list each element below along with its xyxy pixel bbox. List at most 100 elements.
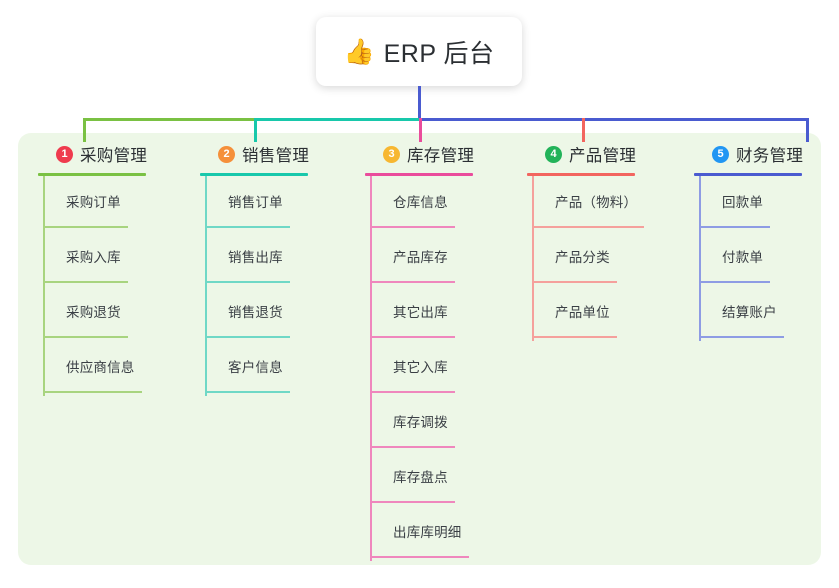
- branch-item-label: 采购入库: [66, 250, 121, 265]
- branch-item-body: 回款单: [699, 191, 770, 228]
- branch-items-1: 采购订单采购入库采购退货供应商信息: [38, 176, 147, 396]
- branch-item-label: 供应商信息: [66, 360, 135, 375]
- branch-items-2: 销售订单销售出库销售退货客户信息: [200, 176, 309, 396]
- branch-item[interactable]: 回款单: [694, 176, 803, 231]
- branch-item[interactable]: 仓库信息: [365, 176, 474, 231]
- branch-item-rule: [370, 281, 455, 283]
- branch-item-body: 采购订单: [43, 191, 128, 228]
- branch-item-rule: [43, 281, 128, 283]
- branch-item-rule: [370, 446, 455, 448]
- branch-item[interactable]: 付款单: [694, 231, 803, 286]
- branch-badge-1: 1: [56, 145, 73, 163]
- branch-item-rule: [532, 281, 617, 283]
- branch-item[interactable]: 产品（物料）: [527, 176, 644, 231]
- branch-item-body: 库存调拨: [370, 411, 455, 448]
- connector-drop-3: [419, 118, 422, 142]
- branch-item-body: 其它入库: [370, 356, 455, 393]
- branch-item-label: 回款单: [722, 195, 764, 210]
- branch-item-rule: [699, 226, 770, 228]
- branch-item[interactable]: 库存盘点: [365, 451, 474, 506]
- branch-item[interactable]: 采购入库: [38, 231, 147, 286]
- connector-drop-2: [254, 118, 257, 142]
- branch-item-label: 结算账户: [722, 305, 777, 320]
- branch-item-rule: [43, 336, 128, 338]
- branch-item-label: 采购订单: [66, 195, 121, 210]
- branch-header-4[interactable]: 4 产品管理: [527, 141, 637, 167]
- branch-item-body: 产品库存: [370, 246, 455, 283]
- branch-item[interactable]: 出库库明细: [365, 506, 474, 561]
- branch-item[interactable]: 客户信息: [200, 341, 309, 396]
- root-trunk-line: [418, 86, 421, 120]
- branch-header-5[interactable]: 5 财务管理: [694, 141, 803, 167]
- branch-item-label: 客户信息: [228, 360, 283, 375]
- branch-item-body: 采购退货: [43, 301, 128, 338]
- branch-item-rule: [370, 501, 455, 503]
- branch-item-body: 销售订单: [205, 191, 290, 228]
- branch-item-body: 客户信息: [205, 356, 290, 393]
- branch-item-body: 其它出库: [370, 301, 455, 338]
- branch-item-body: 结算账户: [699, 301, 784, 338]
- branch-item-body: 销售出库: [205, 246, 290, 283]
- branch-item[interactable]: 结算账户: [694, 286, 803, 341]
- branch-item-rule: [205, 281, 290, 283]
- branch-item-label: 产品分类: [555, 250, 610, 265]
- branch-label-2: 销售管理: [242, 147, 310, 165]
- branch-item[interactable]: 采购退货: [38, 286, 147, 341]
- branch-item-label: 产品库存: [393, 250, 448, 265]
- root-node-title: ERP 后台: [383, 39, 495, 68]
- branch-item-label: 付款单: [722, 250, 764, 265]
- branch-item-body: 产品分类: [532, 246, 617, 283]
- branch-item-body: 销售退货: [205, 301, 290, 338]
- branch-item-rule: [205, 391, 290, 393]
- branch-item-rule: [699, 336, 784, 338]
- branch-item[interactable]: 产品分类: [527, 231, 637, 286]
- branch-item-body: 库存盘点: [370, 466, 455, 503]
- branch-item-rule: [43, 391, 142, 393]
- branches-panel: [18, 133, 821, 565]
- branch-badge-4: 4: [545, 145, 562, 163]
- branch-item[interactable]: 销售出库: [200, 231, 309, 286]
- branch-item-label: 其它入库: [393, 360, 448, 375]
- branch-item-rule: [43, 226, 128, 228]
- branch-item-body: 付款单: [699, 246, 770, 283]
- branch-label-5: 财务管理: [736, 147, 804, 165]
- branch-label-4: 产品管理: [569, 147, 637, 165]
- branch-item-rule: [370, 336, 455, 338]
- branch-rule-4: [527, 173, 635, 176]
- branch-rule-5: [694, 173, 802, 176]
- branch-item[interactable]: 销售订单: [200, 176, 309, 231]
- branch-items-4: 产品（物料） 产品分类产品单位: [527, 176, 644, 341]
- branch-item[interactable]: 其它入库: [365, 341, 474, 396]
- branch-item-label: 采购退货: [66, 305, 121, 320]
- branch-item-label: 库存盘点: [393, 470, 448, 485]
- branch-column-4: 4 产品管理产品（物料） 产品分类产品单位: [527, 141, 644, 341]
- connector-bar-blue: [419, 118, 809, 121]
- branch-item-rule: [205, 336, 290, 338]
- branch-item[interactable]: 库存调拨: [365, 396, 474, 451]
- branch-item-body: 仓库信息: [370, 191, 455, 228]
- branch-item-label: 销售退货: [228, 305, 283, 320]
- connector-bar-green: [83, 118, 256, 121]
- thumbs-up-icon: 👍: [343, 37, 375, 66]
- root-node[interactable]: 👍 ERP 后台: [316, 17, 522, 86]
- branch-item[interactable]: 销售退货: [200, 286, 309, 341]
- connector-drop-5: [806, 118, 809, 142]
- branch-item-label: 其它出库: [393, 305, 448, 320]
- branch-item-label: 销售订单: [228, 195, 283, 210]
- branch-item[interactable]: 产品库存: [365, 231, 474, 286]
- branch-badge-5: 5: [712, 145, 729, 163]
- branch-item-label: 产品单位: [555, 305, 610, 320]
- branch-item[interactable]: 产品单位: [527, 286, 637, 341]
- branch-item[interactable]: 其它出库: [365, 286, 474, 341]
- branch-item-label: 库存调拨: [393, 415, 448, 430]
- branch-badge-3: 3: [383, 145, 400, 163]
- branch-item[interactable]: 采购订单: [38, 176, 147, 231]
- branch-item-label: 产品（物料）: [555, 195, 638, 210]
- branch-item[interactable]: 供应商信息: [38, 341, 147, 396]
